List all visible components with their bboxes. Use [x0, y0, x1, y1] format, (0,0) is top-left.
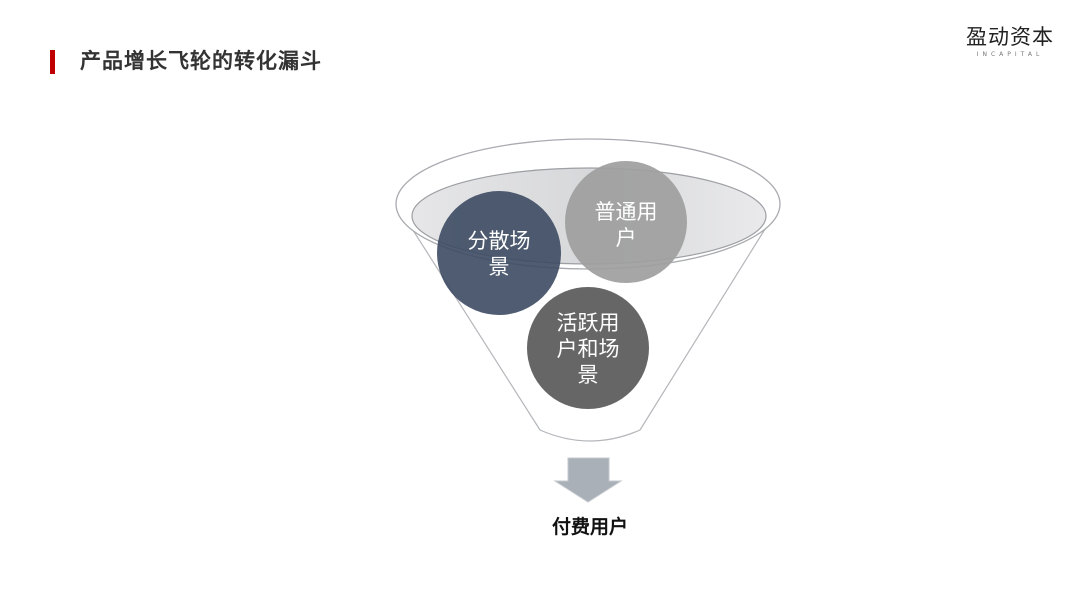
stage-label-scattered-scenes-1: 分散场 — [468, 229, 531, 253]
arrow-down-icon — [553, 457, 623, 503]
output-label-paying-users: 付费用户 — [551, 516, 628, 538]
stage-label-regular-users-2: 户 — [616, 226, 637, 250]
title-accent-bar — [50, 50, 55, 74]
page-title: 产品增长飞轮的转化漏斗 — [80, 49, 322, 73]
stage-circle-scattered-scenes — [437, 191, 561, 315]
brand-name-cn: 盈动资本 — [966, 25, 1054, 49]
stage-label-active-users-2: 户和场 — [557, 337, 620, 361]
stage-circle-active-users — [527, 287, 649, 409]
stage-label-active-users-1: 活跃用 — [557, 311, 620, 335]
stage-label-regular-users-1: 普通用 — [595, 200, 658, 224]
brand-name-en: INCAPITAL — [976, 51, 1044, 58]
stage-label-active-users-3: 景 — [578, 363, 599, 387]
stage-circle-regular-users — [565, 161, 687, 283]
stage-label-scattered-scenes-2: 景 — [489, 255, 510, 279]
brand-logo: 盈动资本 INCAPITAL — [966, 24, 1054, 59]
